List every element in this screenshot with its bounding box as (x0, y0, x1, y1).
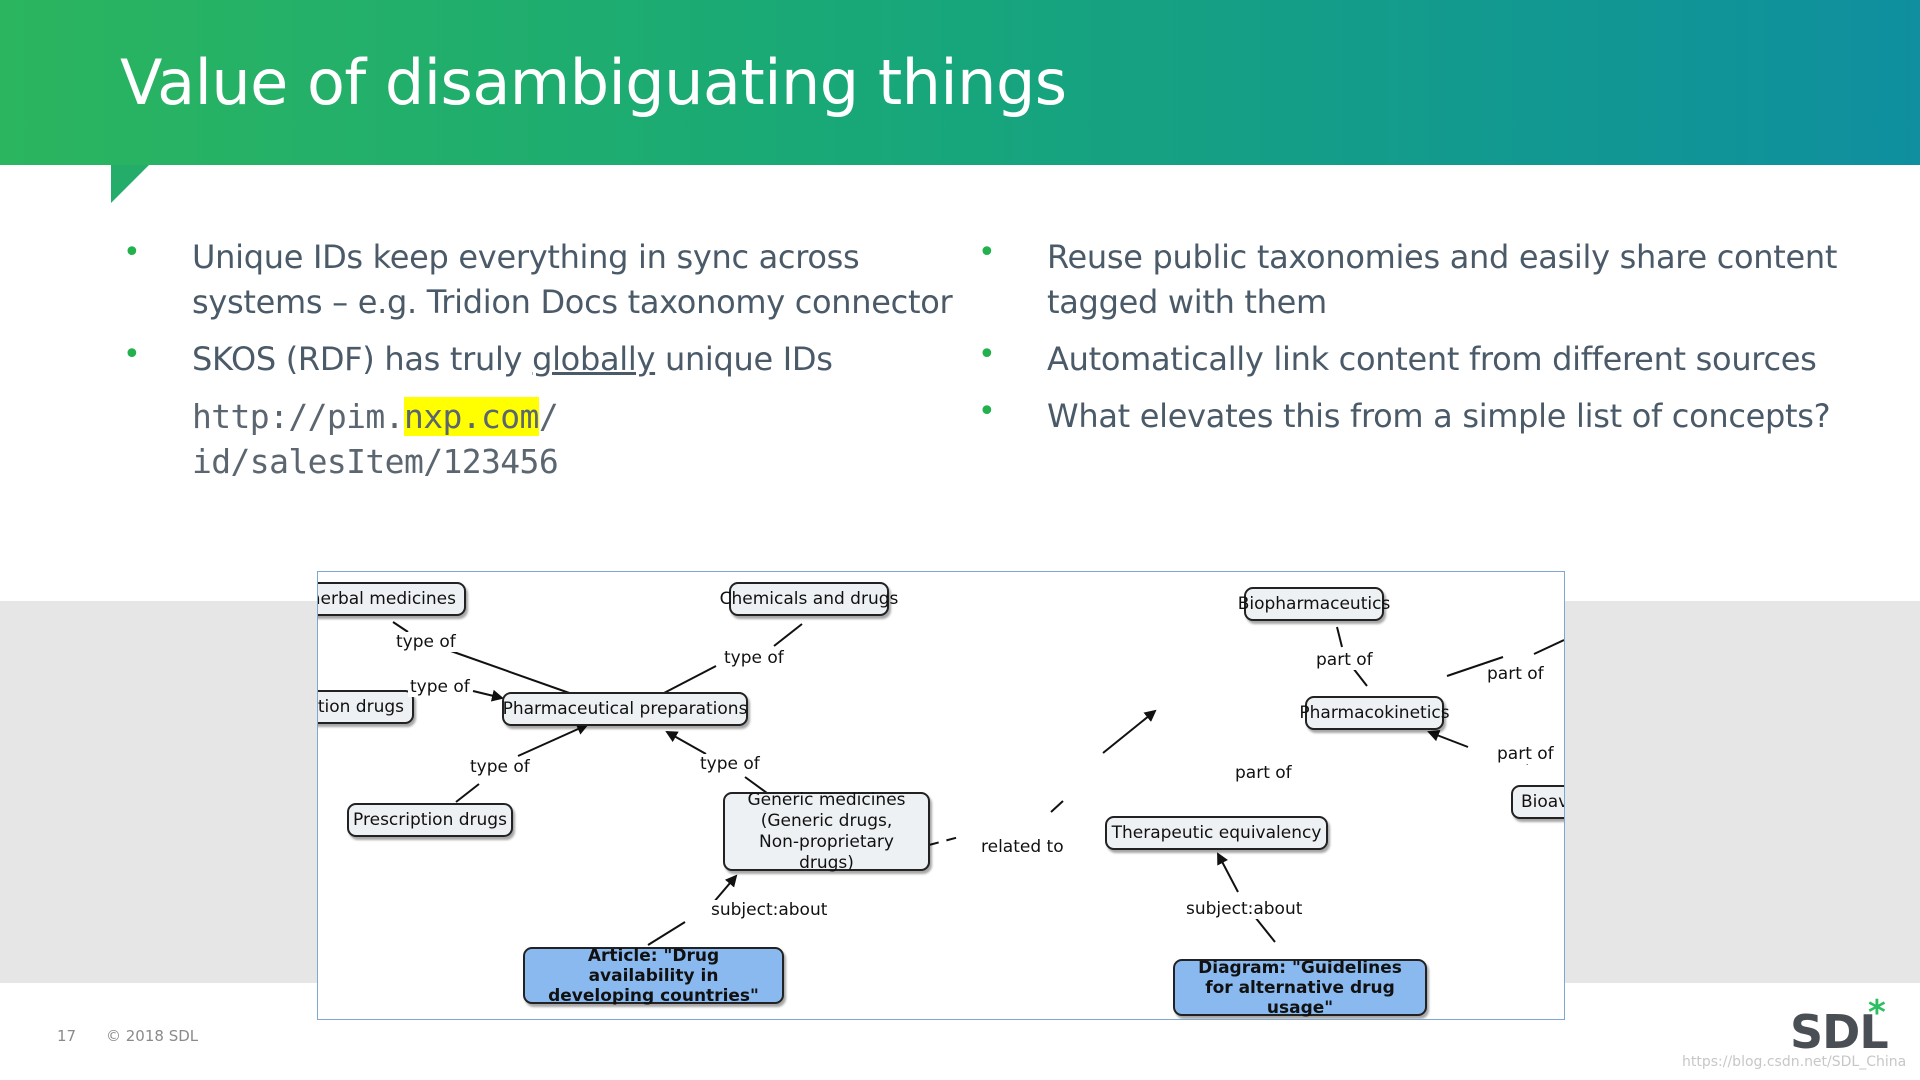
label-type-of: type of (698, 754, 762, 774)
left-column: • Unique IDs keep everything in sync acr… (118, 235, 958, 484)
edge-partof-arrow-pharmacokinetics (1102, 709, 1157, 754)
sdl-logo: SDL * (1790, 993, 1890, 1059)
node-herbal-medicines: ese herbal medicines (318, 582, 466, 616)
edge-article-subject (647, 921, 686, 946)
edge-related-therapeutic (928, 836, 960, 846)
edge-herbal-typeof (392, 621, 409, 633)
bullet-text: Reuse public taxonomies and easily share… (1047, 238, 1838, 321)
node-bioavailability-cut: Bioav (1511, 785, 1564, 819)
edge-typeof-to-pharmaprep (472, 689, 504, 702)
watermark: https://blog.csdn.net/SDL_China (1682, 1054, 1907, 1070)
bullet-unique-ids: • Unique IDs keep everything in sync acr… (118, 235, 958, 325)
bullet-skos: • SKOS (RDF) has truly globally unique I… (118, 337, 958, 382)
node-prescription-drugs: Prescription drugs (347, 803, 513, 837)
bullet-text: Automatically link content from differen… (1047, 340, 1817, 378)
edge-subject-arrow-therapeutic (1217, 852, 1239, 893)
edge-generic-typeof (744, 776, 768, 794)
edge-partof-right (1446, 656, 1504, 677)
label-related-to: related to (979, 837, 1066, 857)
edge-diagram-subject (1254, 916, 1276, 943)
edge-typeof-arrow-pharmaprep (517, 723, 589, 757)
right-column: • Reuse public taxonomies and easily sha… (973, 235, 1873, 451)
label-part-of: part of (1495, 744, 1556, 764)
logo-star-icon: * (1868, 993, 1886, 1033)
edge-typeof-pharmaprep-2 (663, 665, 717, 694)
page-number: 17 (57, 1027, 77, 1045)
example-uri: http://pim.nxp.com/ id/salesItem/123456 (192, 394, 958, 484)
node-biopharmaceutics: Biopharmaceutics (1238, 587, 1390, 621)
uri-prefix: http://pim. (192, 397, 405, 436)
label-type-of: type of (722, 648, 786, 668)
slide-title: Value of disambiguating things (120, 46, 1067, 119)
bullet-dot-icon: • (123, 337, 141, 372)
bullet-auto-link: • Automatically link content from differ… (973, 337, 1873, 382)
label-part-of: part of (1233, 763, 1294, 783)
label-subject-about: subject:about (709, 900, 830, 920)
label-subject-about: subject:about (1184, 899, 1305, 919)
bullet-dot-icon: • (978, 394, 996, 429)
edge-chemicals-typeof (773, 623, 803, 647)
uri-highlighted-domain: nxp.com (403, 397, 539, 436)
label-part-of: part of (1314, 650, 1375, 670)
bullet-dot-icon: • (123, 235, 141, 270)
node-generic-medicines: Generic medicines (Generic drugs, Non-pr… (723, 790, 930, 873)
bullet-text-end: unique IDs (655, 340, 833, 378)
underlined-word: globally (532, 340, 656, 378)
title-banner-tail (111, 165, 149, 203)
bullet-question: • What elevates this from a simple list … (973, 394, 1873, 439)
uri-slash: / (538, 397, 559, 436)
node-chemicals-and-drugs: Chemicals and drugs (720, 582, 898, 616)
bullet-text: Unique IDs keep everything in sync acros… (192, 238, 953, 321)
title-banner (0, 0, 1920, 165)
node-pharmaceutical-preparations: Pharmaceutical preparations (502, 692, 748, 726)
concept-map-edges (377, 621, 1564, 946)
node-pharmacokinetics: Pharmacokinetics (1299, 696, 1450, 730)
edge-subject-arrow-generic (712, 874, 738, 904)
edge-partof-offscreen (1533, 639, 1564, 655)
label-type-of: type of (394, 632, 458, 652)
right-bullet-list: • Reuse public taxonomies and easily sha… (973, 235, 1873, 439)
edge-typeof-arrow-pharmaprep-2 (665, 731, 707, 755)
edge-biopharm-partof (1336, 626, 1343, 648)
edge-partof-arrow-pharmacokinetics-2 (1427, 729, 1469, 748)
node-therapeutic-equivalency: Therapeutic equivalency (1105, 816, 1328, 850)
node-prescription-drugs-cut: ription drugs (318, 690, 414, 724)
label-type-of: type of (468, 757, 532, 777)
bullet-dot-icon: • (978, 235, 996, 270)
uri-path: id/salesItem/123456 (192, 442, 559, 481)
copyright: © 2018 SDL (106, 1027, 199, 1045)
node-article: Article: "Drug availability in developin… (523, 946, 784, 1006)
edge-typeof-pharmaprep (447, 649, 576, 696)
bullet-text: What elevates this from a simple list of… (1047, 397, 1831, 435)
logo-wordmark: SDL (1790, 1005, 1889, 1059)
edge-prescription-typeof (455, 783, 480, 803)
bullet-reuse-taxonomies: • Reuse public taxonomies and easily sha… (973, 235, 1873, 325)
concept-map-diagram: ese herbal medicines Chemicals and drugs… (317, 571, 1565, 1020)
bullet-dot-icon: • (978, 337, 996, 372)
label-type-of: type of (408, 677, 472, 697)
node-diagram: Diagram: "Guidelines for alternative dru… (1173, 958, 1427, 1018)
edge-therapeutic-partof (1050, 800, 1064, 813)
bullet-text-start: SKOS (RDF) has truly (192, 340, 533, 378)
edge-partof-pharmacokinetics (1352, 667, 1368, 687)
label-part-of: part of (1485, 664, 1546, 684)
left-bullet-list: • Unique IDs keep everything in sync acr… (118, 235, 958, 382)
